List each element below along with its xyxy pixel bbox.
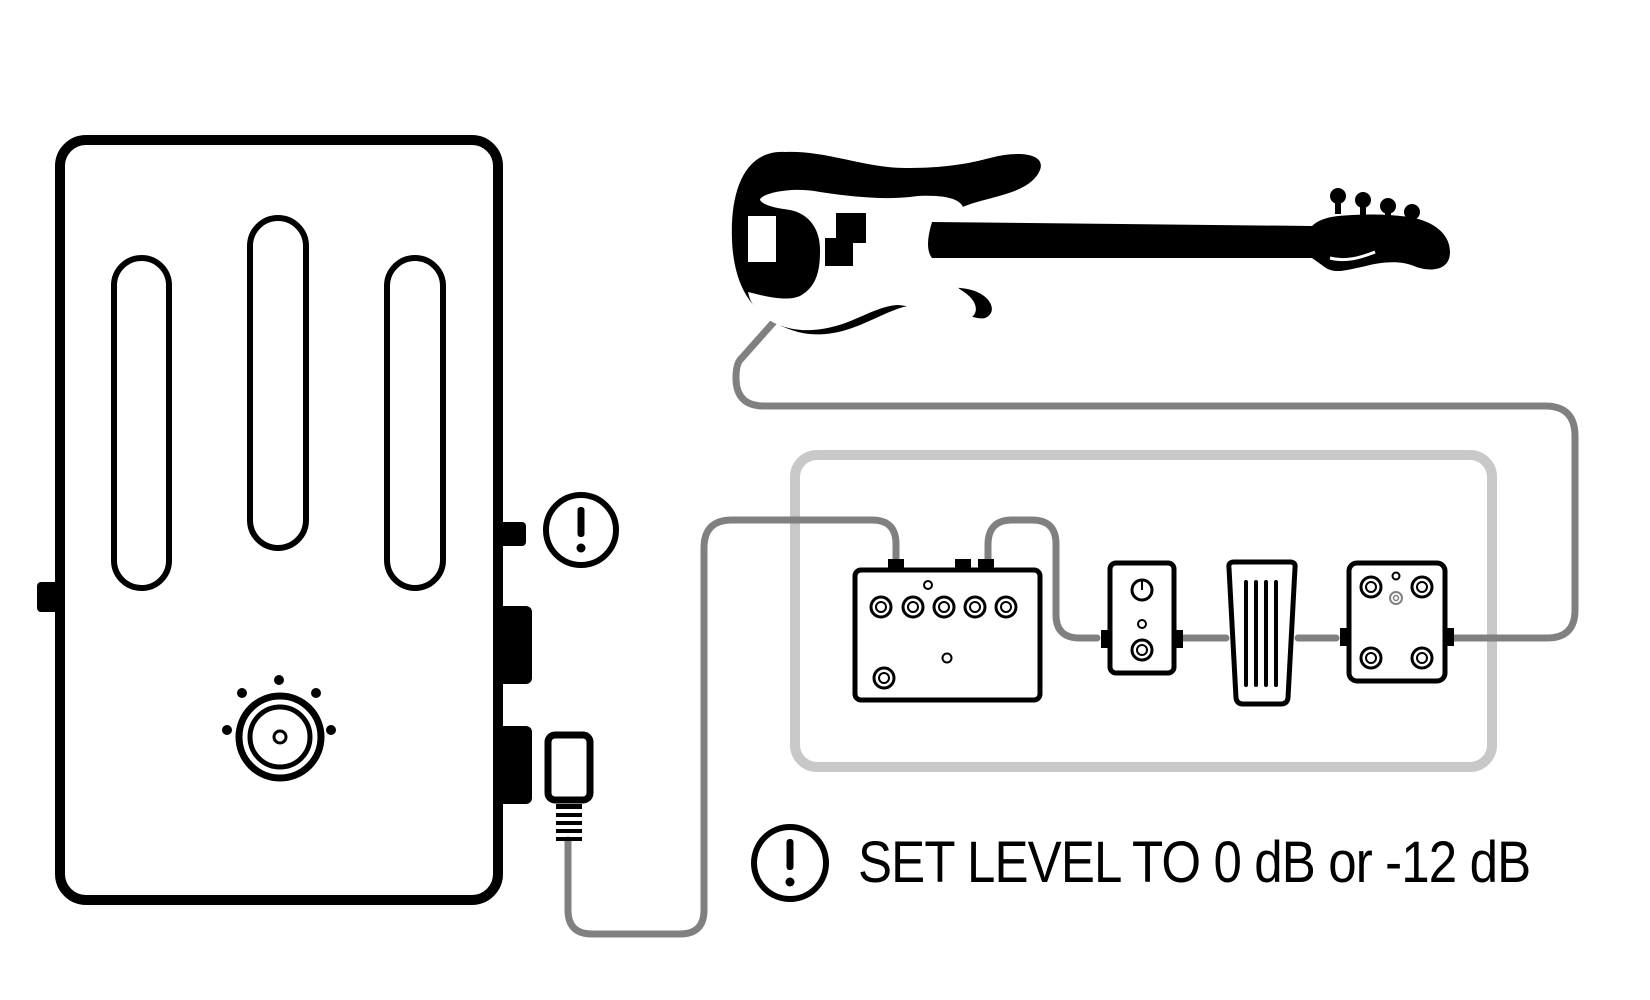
bass-guitar-icon — [731, 151, 1450, 335]
pedalboard-outline — [790, 450, 1497, 772]
level-knob-icon — [222, 675, 336, 782]
warning-text: SET LEVEL TO 0 dB or -12 dB — [858, 830, 1531, 895]
slider-left — [111, 255, 172, 591]
single-knob-pedal-icon — [1101, 560, 1183, 676]
slider-right — [384, 255, 446, 591]
slider-center — [247, 215, 309, 551]
warning-exclamation-icon — [751, 824, 829, 902]
unit-to-pedalboard-cable — [564, 516, 900, 938]
power-plug-icon — [544, 731, 594, 841]
expression-pedal-icon — [1226, 559, 1298, 707]
pedal1-to-pedal2-cable — [984, 516, 1101, 642]
bass-to-pedalboard-cable — [732, 311, 1579, 642]
dual-footswitch-pedal-icon — [1340, 560, 1454, 684]
pedal-unit-icon — [37, 135, 532, 905]
exclamation-circle-icon — [543, 492, 619, 568]
multi-knob-pedal-icon — [852, 559, 1043, 703]
